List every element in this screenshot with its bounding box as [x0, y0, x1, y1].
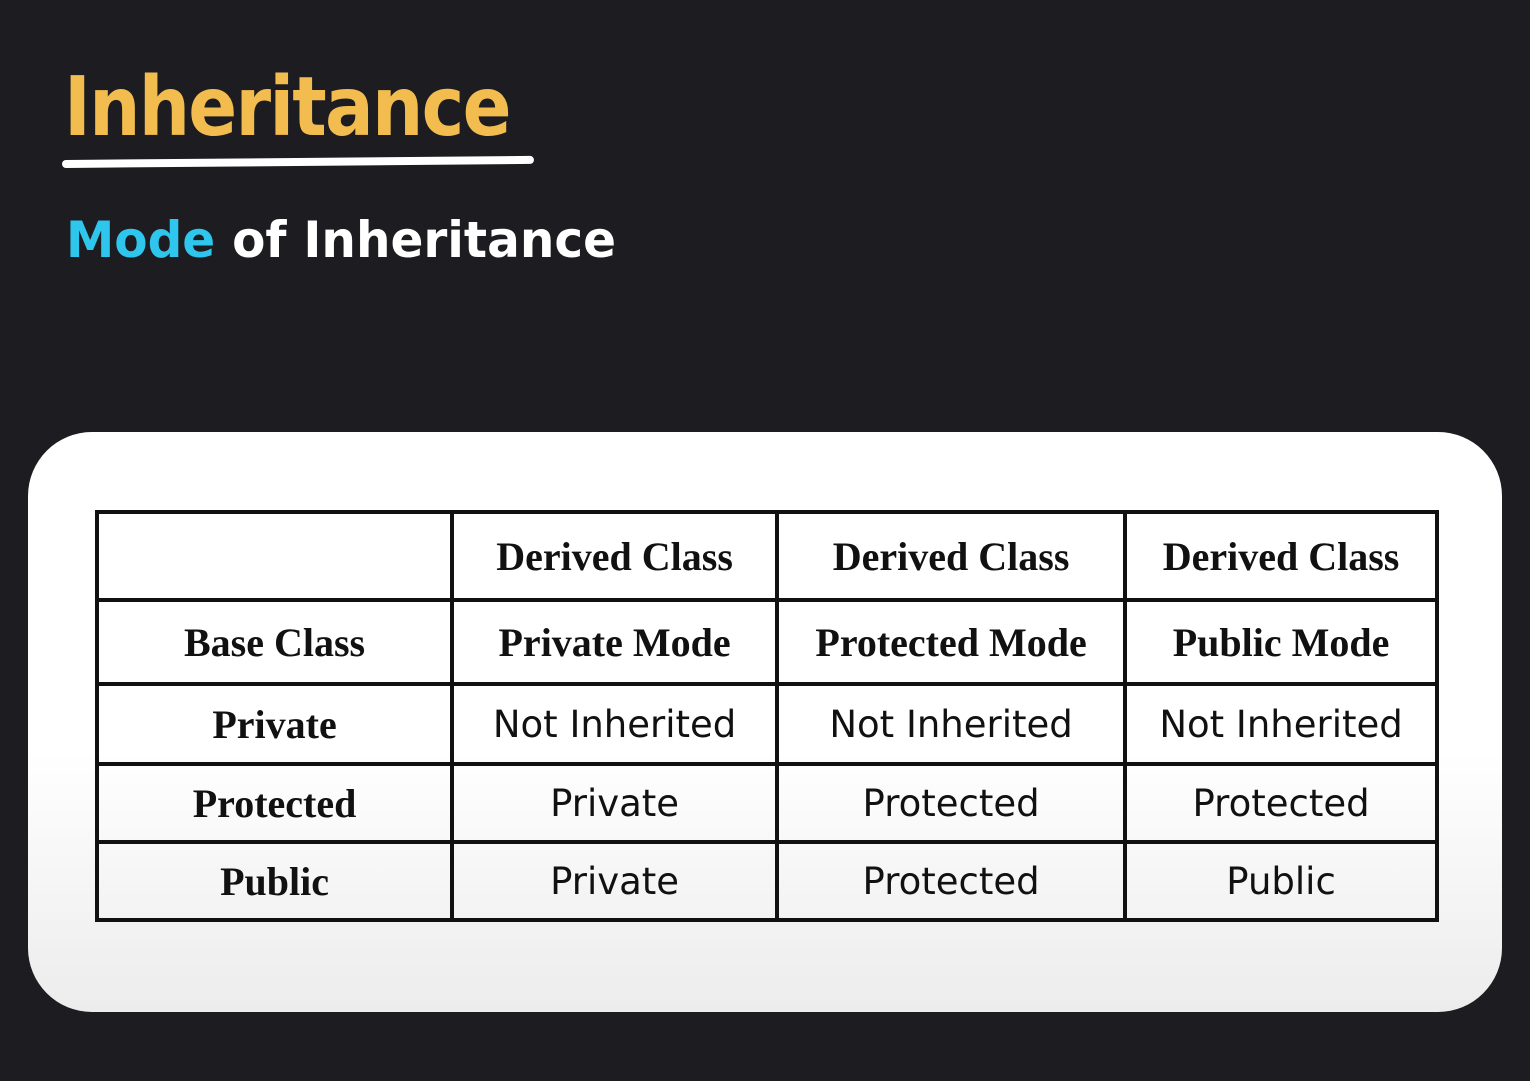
table-subheader-cell-public-mode: Public Mode — [1123, 598, 1439, 686]
subtitle-rest: of Inheritance — [215, 211, 617, 269]
table-header-cell-empty — [94, 510, 455, 602]
table-row: Protected Private Protected Protected — [94, 762, 1439, 844]
subtitle-accent: Mode — [66, 211, 216, 269]
table-cell: Private — [450, 762, 780, 844]
table-subheader-row: Base Class Private Mode Protected Mode P… — [94, 598, 1439, 686]
table-row-label: Protected — [94, 762, 455, 844]
table-cell: Protected — [775, 840, 1128, 922]
table-row: Public Private Protected Public — [94, 840, 1439, 922]
page-subtitle: Mode of Inheritance — [66, 208, 616, 272]
table-row-label: Public — [94, 840, 455, 922]
table-cell: Private — [450, 840, 780, 922]
table-header-row: Derived Class Derived Class Derived Clas… — [94, 510, 1439, 602]
table-cell: Not Inherited — [450, 682, 780, 766]
table-subheader-cell-private-mode: Private Mode — [450, 598, 780, 686]
table-header-cell-derived-private: Derived Class — [450, 510, 780, 602]
table-header-cell-derived-protected: Derived Class — [775, 510, 1128, 602]
page-title: Inheritance — [64, 60, 512, 155]
inheritance-mode-table: Derived Class Derived Class Derived Clas… — [94, 510, 1439, 922]
table-subheader-cell-protected-mode: Protected Mode — [775, 598, 1128, 686]
table-row: Private Not Inherited Not Inherited Not … — [94, 682, 1439, 766]
table-cell: Not Inherited — [1123, 682, 1439, 766]
table-header-cell-derived-public: Derived Class — [1123, 510, 1439, 602]
table-cell: Protected — [1123, 762, 1439, 844]
table-cell: Public — [1123, 840, 1439, 922]
table-cell: Protected — [775, 762, 1128, 844]
table-cell: Not Inherited — [775, 682, 1128, 766]
table-row-label: Private — [94, 682, 455, 766]
table-subheader-cell-base-class: Base Class — [94, 598, 455, 686]
